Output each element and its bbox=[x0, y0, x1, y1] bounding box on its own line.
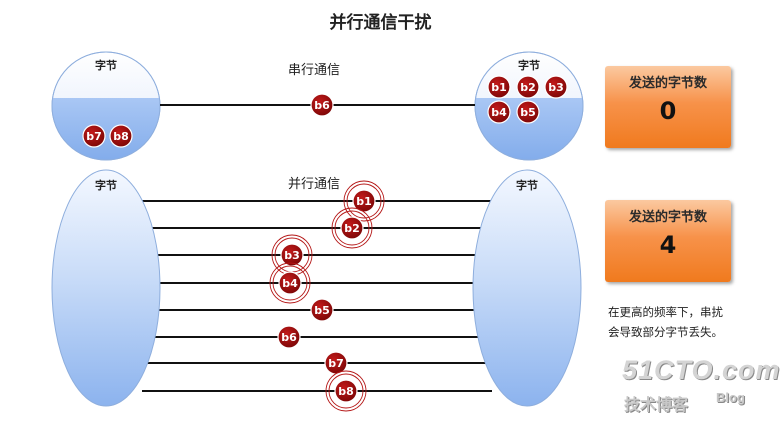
serial-left-byte-b7-label: b7 bbox=[86, 130, 102, 143]
serial-right-byte-b2: b2 bbox=[516, 75, 540, 99]
serial-right-node-label: 字节 bbox=[518, 58, 540, 72]
parallel-label: 并行通信 bbox=[288, 177, 341, 192]
parallel-byte-b6-label: b6 bbox=[281, 331, 297, 344]
parallel-byte-b2: b2 bbox=[331, 207, 373, 249]
diagram-title: 并行通信干扰 bbox=[329, 13, 432, 33]
parallel-byte-b4-label: b4 bbox=[282, 277, 298, 290]
parallel-counter-value: 4 bbox=[659, 231, 677, 259]
parallel-counter: 发送的字节数 4 bbox=[605, 200, 731, 282]
watermark-blog: Blog bbox=[716, 390, 745, 405]
serial-right-byte-b5-label: b5 bbox=[520, 106, 536, 119]
serial-transit-byte-b6: b6 bbox=[310, 93, 334, 117]
serial-counter: 发送的字节数 0 bbox=[605, 66, 731, 148]
serial-right-byte-b1: b1 bbox=[487, 75, 511, 99]
watermark-logo: 51CTO.com bbox=[622, 355, 781, 385]
parallel-byte-b3-label: b3 bbox=[284, 249, 300, 262]
serial-right-byte-b1-label: b1 bbox=[491, 81, 507, 94]
parallel-byte-b6: b6 bbox=[277, 325, 301, 349]
parallel-right-node-label: 字节 bbox=[516, 178, 538, 192]
byte-balls: b7 b8 b1 b2 b3 b4 b5 b6 b1 b2 b3 b4 b5 b6 b7 b8 bbox=[82, 75, 568, 412]
parallel-left-node bbox=[51, 169, 161, 407]
parallel-byte-b5: b5 bbox=[310, 298, 334, 322]
serial-left-node bbox=[51, 51, 161, 161]
serial-right-byte-b3: b3 bbox=[544, 75, 568, 99]
serial-transit-byte-b6-label: b6 bbox=[314, 99, 330, 112]
crosstalk-note: 在更高的频率下，串扰会导致部分字节丢失。 bbox=[608, 305, 723, 339]
diagram-canvas: 字节 字节 字节 字节 b7 b8 b1 b2 b3 b4 b5 b6 b1 b2 b3 b4 b5 b6… bbox=[51, 51, 584, 412]
parallel-byte-b4: b4 bbox=[269, 262, 311, 304]
serial-left-byte-b8-label: b8 bbox=[113, 130, 129, 143]
serial-right-byte-b4: b4 bbox=[487, 100, 511, 124]
serial-counter-caption: 发送的字节数 bbox=[628, 76, 707, 91]
serial-right-byte-b4-label: b4 bbox=[491, 106, 507, 119]
serial-counter-value: 0 bbox=[659, 97, 677, 125]
serial-label: 串行通信 bbox=[288, 63, 341, 78]
parallel-byte-b7-label: b7 bbox=[328, 357, 344, 370]
parallel-lines bbox=[142, 200, 492, 392]
parallel-byte-b2-label: b2 bbox=[344, 222, 360, 235]
serial-right-byte-b2-label: b2 bbox=[520, 81, 536, 94]
parallel-byte-b8-label: b8 bbox=[338, 385, 354, 398]
serial-left-byte-b8: b8 bbox=[109, 124, 133, 148]
serial-left-byte-b7: b7 bbox=[82, 124, 106, 148]
parallel-byte-b1-label: b1 bbox=[356, 195, 372, 208]
parallel-byte-b8: b8 bbox=[325, 370, 367, 412]
parallel-counter-caption: 发送的字节数 bbox=[628, 210, 707, 225]
serial-right-byte-b5: b5 bbox=[516, 100, 540, 124]
parallel-byte-b5-label: b5 bbox=[314, 304, 330, 317]
parallel-left-node-label: 字节 bbox=[95, 178, 117, 192]
serial-right-byte-b3-label: b3 bbox=[548, 81, 564, 94]
parallel-right-node bbox=[472, 169, 582, 407]
watermark-subtitle: 技术博客 bbox=[624, 395, 689, 414]
parallel-byte-b3: b3 bbox=[271, 234, 313, 276]
serial-left-node-label: 字节 bbox=[95, 58, 117, 72]
